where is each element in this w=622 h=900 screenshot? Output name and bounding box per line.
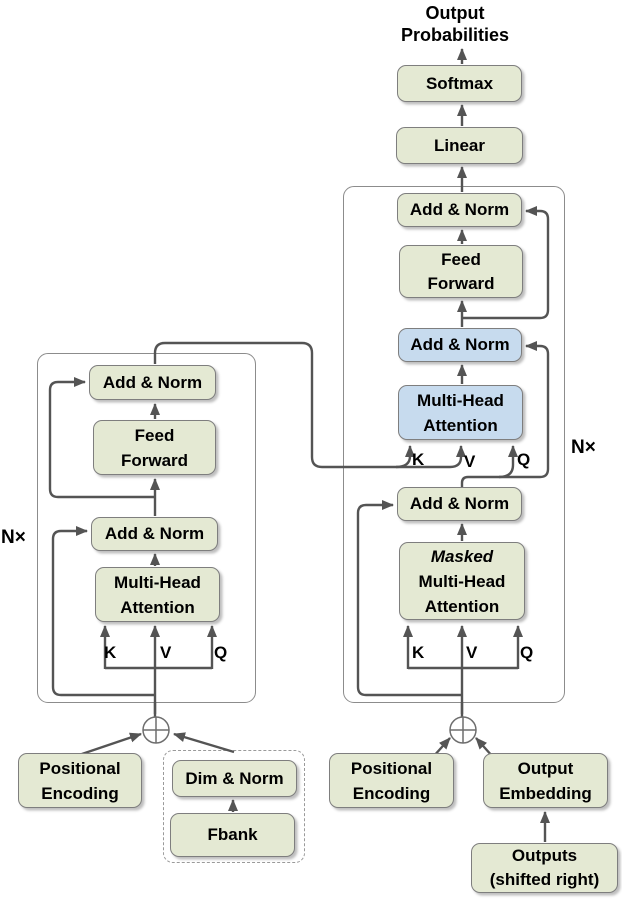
encoder-stack-container xyxy=(37,353,256,703)
decoder-add-norm-bottom-node: Add & Norm xyxy=(397,487,522,521)
output-embedding-node: Output Embedding xyxy=(483,753,608,808)
decoder-add-circle xyxy=(449,716,477,744)
encoder-q-label: Q xyxy=(214,643,228,662)
encoder-multi-head-attention-node: Multi-Head Attention xyxy=(95,567,220,622)
decoder-feed-forward-node: Feed Forward xyxy=(399,245,523,298)
masked-multi-head-attention-node: Masked Multi-Head Attention xyxy=(399,542,525,620)
decoder-cross-v-label: V xyxy=(464,452,476,471)
decoder-add-norm-top-node: Add & Norm xyxy=(397,193,522,227)
encoder-positional-encoding-node: Positional Encoding xyxy=(18,753,142,808)
decoder-add-norm-mid-node: Add & Norm xyxy=(398,328,522,362)
decoder-positional-encoding-node: Positional Encoding xyxy=(329,753,454,808)
encoder-add-circle xyxy=(142,716,170,744)
encoder-v-label: V xyxy=(160,643,172,662)
decoder-cross-k-label: K xyxy=(412,450,425,469)
encoder-feed-forward-node: Feed Forward xyxy=(93,420,216,475)
decoder-self-q-label: Q xyxy=(520,643,534,662)
encoder-n-times-label: N× xyxy=(1,527,26,548)
dim-norm-node: Dim & Norm xyxy=(172,760,297,797)
decoder-n-times-label: N× xyxy=(571,437,596,458)
encoder-k-label: K xyxy=(104,643,117,662)
decoder-self-v-label: V xyxy=(466,643,478,662)
softmax-node: Softmax xyxy=(397,65,522,102)
outputs-shifted-right-node: Outputs (shifted right) xyxy=(471,843,618,893)
decoder-self-k-label: K xyxy=(412,643,425,662)
encoder-add-norm-bottom-node: Add & Norm xyxy=(91,517,218,551)
decoder-multi-head-attention-node: Multi-Head Attention xyxy=(398,385,523,440)
linear-node: Linear xyxy=(396,127,523,164)
fbank-node: Fbank xyxy=(170,813,295,857)
decoder-cross-q-label: Q xyxy=(517,450,531,469)
encoder-add-norm-top-node: Add & Norm xyxy=(89,365,216,400)
